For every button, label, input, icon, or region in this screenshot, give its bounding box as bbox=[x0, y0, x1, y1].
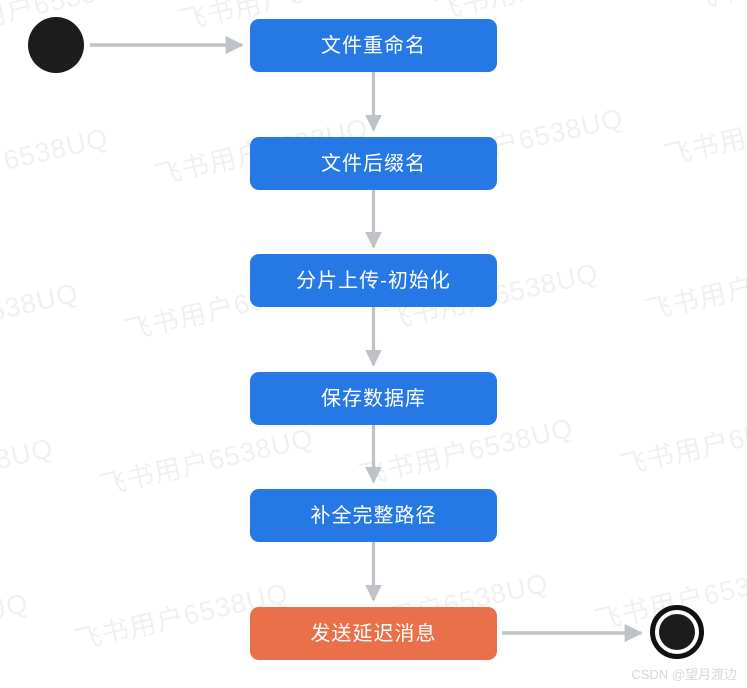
process-node-send-delayed-message[interactable]: 发送延迟消息 bbox=[250, 607, 497, 660]
process-node-label: 文件重命名 bbox=[321, 34, 426, 57]
process-node-label: 补全完整路径 bbox=[310, 504, 437, 527]
end-node-ring bbox=[650, 605, 704, 659]
process-node-label: 发送延迟消息 bbox=[310, 622, 437, 645]
process-node-complete-full-path[interactable]: 补全完整路径 bbox=[250, 489, 497, 542]
process-node-chunk-upload-init[interactable]: 分片上传-初始化 bbox=[250, 254, 497, 307]
start-node bbox=[28, 17, 84, 73]
process-node-label: 文件后缀名 bbox=[321, 152, 426, 175]
process-node-file-rename[interactable]: 文件重命名 bbox=[250, 19, 497, 72]
csdn-credit-watermark: CSDN @望月渡边 bbox=[631, 667, 737, 682]
process-node-save-database[interactable]: 保存数据库 bbox=[250, 372, 497, 425]
end-node-core bbox=[659, 614, 695, 650]
process-node-file-suffix[interactable]: 文件后缀名 bbox=[250, 137, 497, 190]
process-node-label: 分片上传-初始化 bbox=[296, 269, 451, 292]
process-node-label: 保存数据库 bbox=[321, 387, 426, 410]
